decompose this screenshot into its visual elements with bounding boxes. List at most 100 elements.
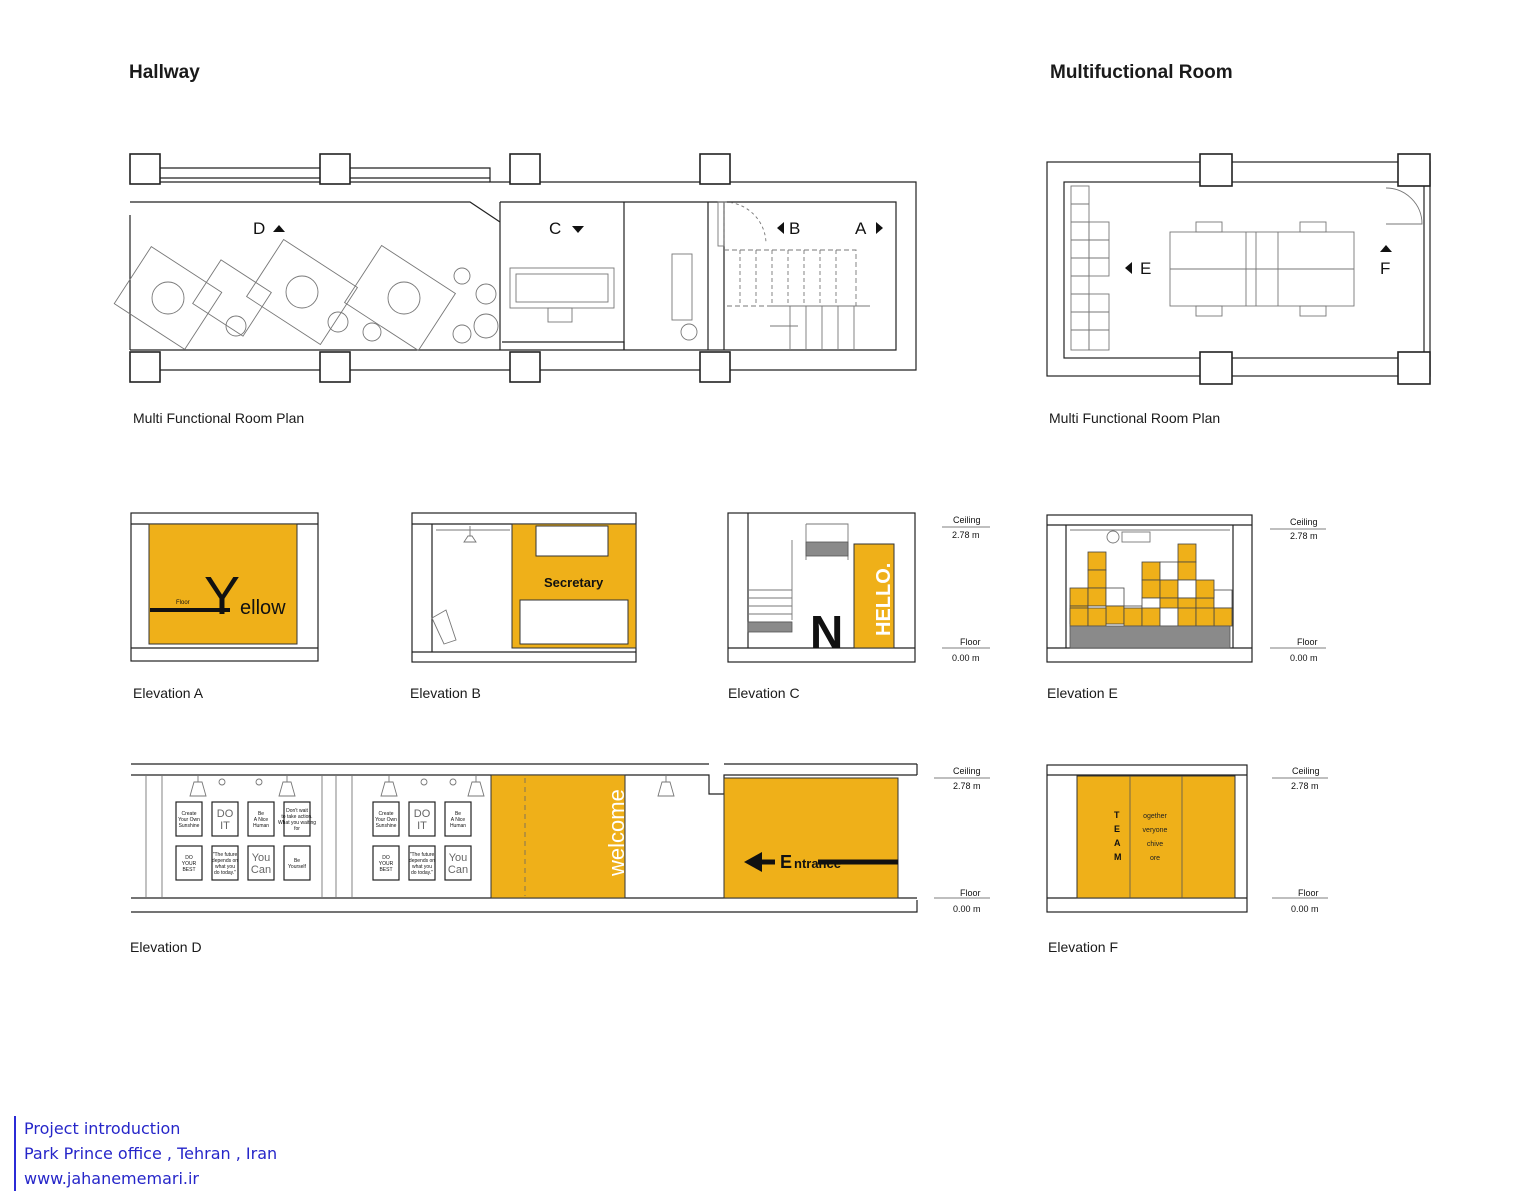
poster-frame [372,801,400,837]
poster-text: DO [382,855,390,861]
multifunctional-room-heading: Multifuctional Room [1050,62,1233,83]
svg-text:Ceiling: Ceiling [1290,517,1318,527]
shelf-cube [1141,607,1161,627]
poster-frame [211,801,239,837]
poster-frame [408,845,436,881]
shelf-cube [1195,607,1215,627]
entrance-rest: ntrance [794,856,841,871]
hallway-heading: Hallway [129,62,200,83]
poster-text: Your Own [375,817,397,823]
shelf-cube [1087,587,1107,607]
elevation-d-caption: Elevation D [130,939,202,955]
poster-text: A Nice [451,817,466,823]
marker-b: B [789,219,800,238]
footer-website[interactable]: www.jahanememari.ir [24,1169,200,1188]
elevation-a: Y ellow Floor [130,512,319,662]
shelf-cube [1069,587,1089,607]
svg-text:2.78 m: 2.78 m [1291,781,1319,791]
shelf-cube [1177,607,1197,627]
poster-text: do today." [411,870,433,876]
team-letter: M [1114,852,1122,862]
poster-text: for [294,826,300,832]
poster-text: BEST [182,867,195,873]
poster-text: Create [181,811,196,817]
svg-text:0.00 m: 0.00 m [1290,653,1318,663]
poster-text: Yourself [288,864,306,870]
team-letter: E [1114,824,1120,834]
poster-text: IT [220,820,230,832]
shelf-cube [1159,579,1179,599]
shelf-cube [1159,561,1179,581]
poster-text: A Nice [254,817,269,823]
svg-text:Floor: Floor [960,637,981,647]
shelf-cube [1141,579,1161,599]
secretary-sign: Secretary [544,575,604,590]
poster-frame [175,845,203,881]
shelf-cube [1105,605,1125,625]
elevation-b: Secretary [411,512,637,663]
poster-text: what you [215,864,235,870]
poster-text: Be [294,858,300,864]
poster-frame [247,845,275,881]
shelf-cube [1177,561,1197,581]
shelf-cube [1177,579,1197,599]
elevation-f-caption: Elevation F [1048,939,1119,955]
hallway-plan-caption: Multi Functional Room Plan [133,410,305,426]
poster-frame [444,845,472,881]
shelf-cube [1213,589,1233,609]
elevation-e-caption: Elevation E [1047,685,1118,701]
svg-text:Ceiling: Ceiling [1292,766,1320,776]
shelf-cube [1105,587,1125,607]
poster-text: DO [414,808,431,820]
elevation-c-caption: Elevation C [728,685,800,701]
entrance-big-letter: E [780,852,792,872]
yellow-big-letter: Y [204,566,240,626]
shelf-cube [1177,543,1197,563]
poster-text: Human [450,823,466,829]
footer-location: Park Prince office , Tehran , Iran [24,1144,278,1163]
poster-text: Your Own [178,817,200,823]
poster-text: DO [185,855,193,861]
shelving-cubes [1069,543,1233,627]
team-letter: T [1114,810,1120,820]
poster-text: depends on [212,858,238,864]
svg-text:0.00 m: 0.00 m [952,653,980,663]
shelf-cube [1123,607,1143,627]
elevation-c: N HELLO. [727,512,916,663]
poster-text: what you [412,864,432,870]
poster-text: depends on [409,858,435,864]
poster-text: DO [217,808,234,820]
elevation-b-caption: Elevation B [410,685,481,701]
poster-text: Can [251,864,271,876]
poster-text: "The future [410,852,435,858]
shelf-cube [1195,579,1215,599]
marker-d: D [253,219,265,238]
svg-text:2.78 m: 2.78 m [952,530,980,540]
svg-text:0.00 m: 0.00 m [953,904,981,914]
project-footer: Project introduction Park Prince office … [14,1116,277,1191]
poster-text: "The future [213,852,238,858]
poster-text: YOUR [379,861,394,867]
elevation-e [1046,514,1253,663]
poster-text: You [449,852,468,864]
poster-text: BEST [379,867,392,873]
shelf-cube [1069,607,1089,627]
poster-frame [408,801,436,837]
poster-text: Sunshine [376,823,397,829]
hello-sign: HELLO. [873,563,895,636]
poster-text: Don't wait [286,808,308,814]
marker-e: E [1140,259,1151,278]
poster-text: Create [378,811,393,817]
poster-frame [444,801,472,837]
poster-text: IT [417,820,427,832]
svg-text:Ceiling: Ceiling [953,515,981,525]
poster-text: YOUR [182,861,197,867]
shelf-cube [1141,561,1161,581]
levels-d: Ceiling 2.78 m Floor 0.00 m [934,766,990,914]
levels-c: Ceiling 2.78 m Floor 0.00 m [942,515,990,663]
poster-frame [175,801,203,837]
poster-frame [211,845,239,881]
